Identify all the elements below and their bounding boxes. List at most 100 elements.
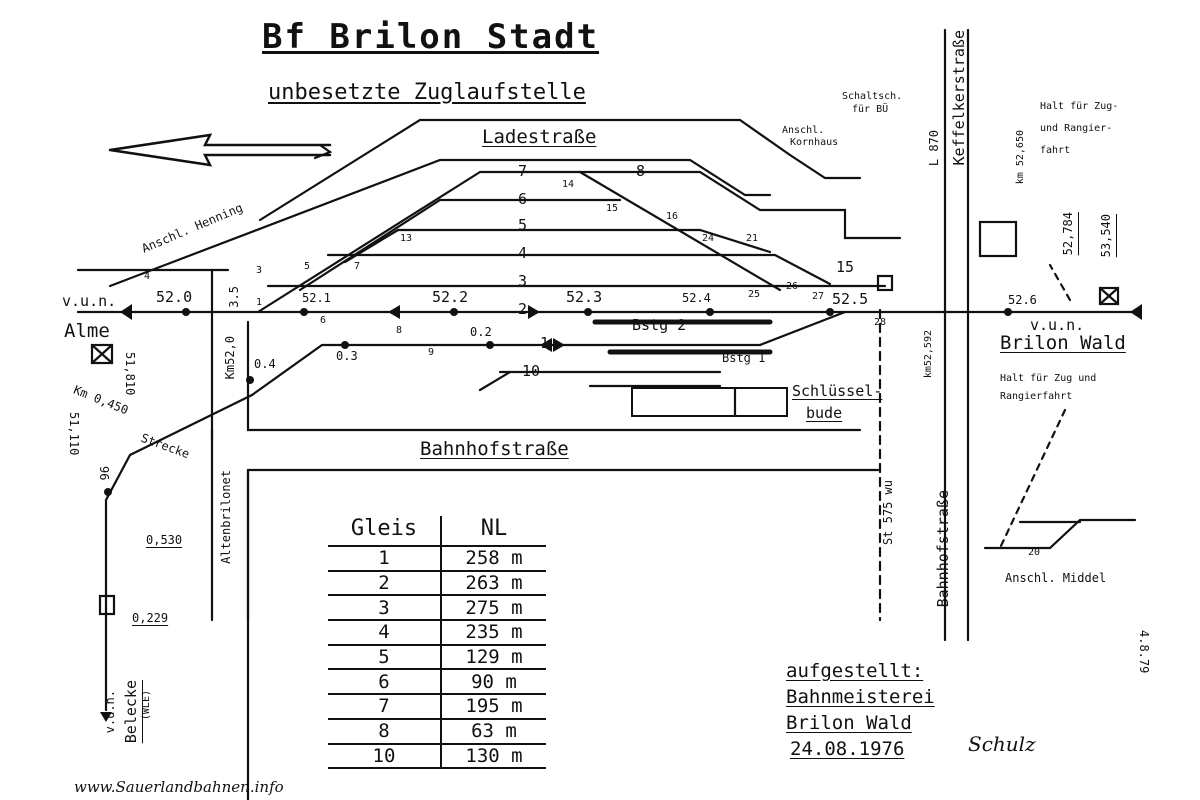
track-number-6: 6 bbox=[518, 190, 528, 208]
label-l870: L 870 bbox=[927, 130, 941, 167]
cell-nl: 195 m bbox=[441, 694, 546, 720]
label-schluesselbude-2: bude bbox=[806, 404, 843, 422]
label-altenbrilon: Altenbrilonet bbox=[219, 470, 233, 564]
label-fuer-bue: für BÜ bbox=[852, 104, 889, 115]
switch-25: 25 bbox=[748, 289, 761, 300]
label-datum: 24.08.1976 bbox=[790, 738, 905, 760]
label-kornhaus: Kornhaus bbox=[790, 137, 839, 148]
switch-3: 3 bbox=[256, 265, 263, 276]
km-52-0-vertical: Km52,0 bbox=[223, 336, 237, 380]
label-alme: Alme bbox=[64, 320, 110, 342]
header-nl: NL bbox=[441, 516, 546, 547]
switch-4: 4 bbox=[144, 271, 151, 282]
cell-gleis: 3 bbox=[328, 595, 442, 622]
cell-nl: 63 m bbox=[441, 718, 546, 745]
km-52-650: km 52,650 bbox=[1015, 130, 1026, 185]
switch-28: 28 bbox=[874, 317, 887, 328]
page-title: Bf Brilon Stadt bbox=[262, 17, 600, 57]
branch-belecke bbox=[104, 393, 254, 712]
label-ladestrasse: Ladestraße bbox=[482, 126, 597, 148]
switch-20: 20 bbox=[1028, 547, 1041, 558]
km-51-810: 51,810 bbox=[123, 352, 137, 396]
switch-ladder bbox=[256, 170, 482, 314]
cell-nl: 263 m bbox=[441, 570, 546, 597]
km-0-3: 0.3 bbox=[336, 349, 358, 363]
track-number-3: 3 bbox=[518, 272, 528, 290]
credit-link[interactable]: www.Sauerlandbahnen.info bbox=[74, 778, 284, 796]
cell-nl: 235 m bbox=[441, 620, 546, 646]
siding-middel bbox=[983, 518, 1137, 550]
km-52-5: 52.5 bbox=[832, 290, 869, 308]
label-vun-right: v.u.n. bbox=[1030, 316, 1085, 334]
table-header: Gleis NL bbox=[328, 516, 546, 547]
direction-arrow bbox=[108, 133, 332, 167]
km-53-540: 53,540 bbox=[1099, 214, 1113, 258]
switch-16: 16 bbox=[666, 211, 679, 222]
km-52-0: 52.0 bbox=[156, 288, 193, 306]
label-schaltschrank: Schaltsch. bbox=[842, 91, 903, 102]
switch-6: 6 bbox=[320, 315, 327, 326]
page-subtitle: unbesetzte Zuglaufstelle bbox=[268, 80, 586, 105]
label-anschl: Anschl. bbox=[782, 125, 825, 136]
label-schluesselbude-1: Schlüssel- bbox=[792, 382, 883, 400]
track-number-7: 7 bbox=[518, 162, 528, 180]
cell-gleis: 8 bbox=[328, 718, 442, 745]
km-51-110: 51,110 bbox=[67, 412, 81, 456]
label-st575: St 575 wu bbox=[881, 480, 895, 546]
km-52-6: 52.6 bbox=[1008, 293, 1037, 307]
switch-21: 21 bbox=[746, 233, 759, 244]
label-aufgestellt: aufgestellt: bbox=[786, 660, 924, 682]
label-ort: Brilon Wald bbox=[786, 712, 912, 734]
label-halt-top-1: Halt für Zug- bbox=[1040, 101, 1119, 112]
header-gleis: Gleis bbox=[328, 516, 442, 547]
signature: Schulz bbox=[968, 732, 1036, 756]
siding-henning bbox=[108, 158, 772, 288]
km-52-592: km52,592 bbox=[923, 330, 934, 379]
label-halt-top-2: und Rangier- bbox=[1040, 123, 1113, 134]
label-anschl-middel: Anschl. Middel bbox=[1005, 571, 1107, 585]
cell-gleis: 6 bbox=[328, 669, 442, 696]
label-vun-left: v.u.n. bbox=[62, 292, 117, 310]
cell-nl: 129 m bbox=[441, 644, 546, 671]
switch-13: 13 bbox=[400, 233, 413, 244]
km-52-3: 52.3 bbox=[566, 288, 603, 306]
label-belecke: Belecke bbox=[122, 680, 140, 744]
schluesselbude-building bbox=[631, 387, 788, 417]
cell-gleis: 1 bbox=[328, 546, 442, 572]
ladestrasse-outline bbox=[258, 118, 862, 222]
track-number-2: 2 bbox=[518, 300, 528, 318]
track-4 bbox=[326, 253, 832, 286]
track-number-1: 1 bbox=[540, 334, 550, 352]
track-number-15: 15 bbox=[836, 258, 855, 276]
label-vun-belecke: v.u.n. bbox=[103, 690, 117, 734]
km-0-229: 0,229 bbox=[132, 611, 169, 625]
switch-1: 1 bbox=[256, 297, 263, 308]
label-margin-date: 4.8.79 bbox=[1137, 630, 1151, 674]
switch-14: 14 bbox=[562, 179, 575, 190]
label-bahnhofstrasse-vertical: Bahnhofstraße bbox=[934, 490, 952, 608]
label-brilon-wald: Brilon Wald bbox=[1000, 332, 1126, 354]
cell-gleis: 10 bbox=[328, 743, 442, 770]
cell-gleis: 4 bbox=[328, 620, 442, 646]
cell-gleis: 5 bbox=[328, 644, 442, 671]
switch-7: 7 bbox=[354, 261, 361, 272]
label-belecke-wle: (WLE) bbox=[141, 690, 152, 721]
label-bstg-2: Bstg 2 bbox=[632, 316, 687, 334]
label-bahnhofstrasse: Bahnhofstraße bbox=[420, 438, 569, 460]
label-halt-bottom-1: Halt für Zug und bbox=[1000, 373, 1097, 384]
switch-26: 26 bbox=[786, 281, 799, 292]
track-8 bbox=[543, 170, 902, 240]
label-bahnmeisterei: Bahnmeisterei bbox=[786, 686, 935, 708]
label-halt-top-3: fahrt bbox=[1040, 145, 1071, 156]
track-5 bbox=[396, 228, 772, 254]
